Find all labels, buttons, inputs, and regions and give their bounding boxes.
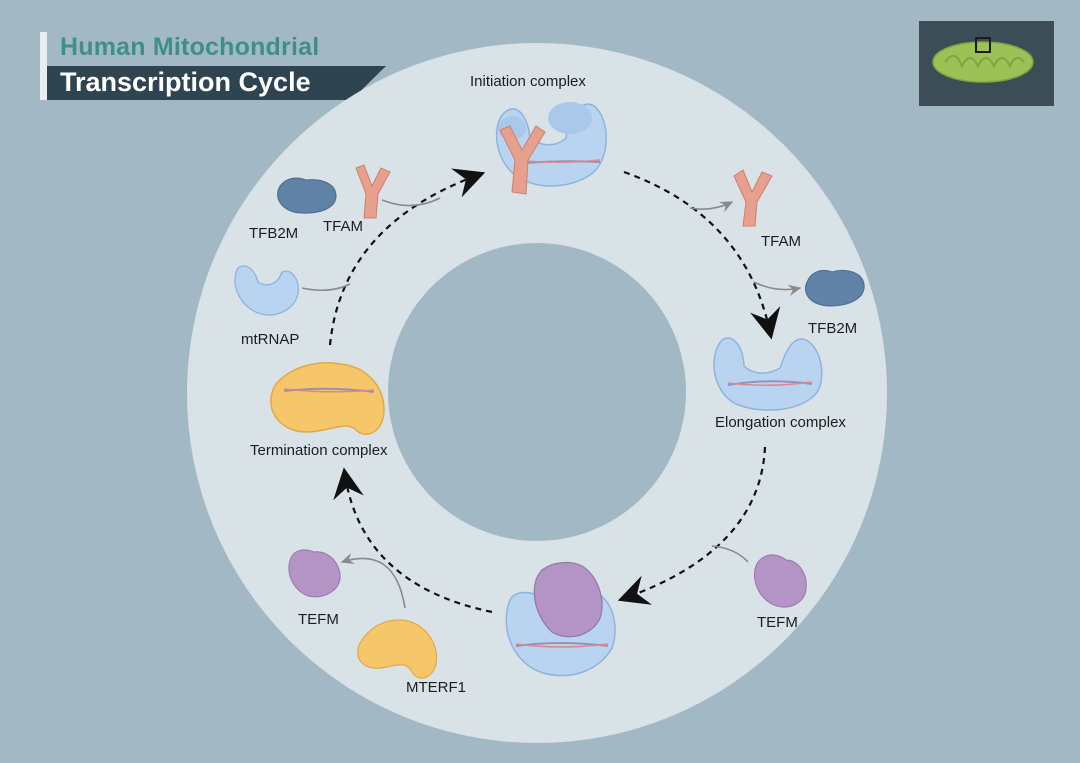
- tfb2m-left-illustration: [277, 177, 337, 214]
- mtrnap-entry-arrow: [301, 283, 351, 292]
- title-line-2: Transcription Cycle: [60, 67, 311, 97]
- tefm-left-illustration: [288, 549, 341, 598]
- tfb2m-exit-arrow: [753, 281, 802, 296]
- label-tefm-left: TEFM: [298, 611, 339, 628]
- initiation-complex-illustration: [495, 102, 607, 195]
- termination-complex-illustration: [270, 362, 385, 435]
- tefm-entry-arrow: [711, 545, 749, 563]
- tfam-entry-arrow: [381, 197, 441, 207]
- label-elongation-complex: Elongation complex: [715, 414, 846, 431]
- tefm-right-illustration: [754, 554, 807, 608]
- tfam-right-illustration: [733, 169, 773, 227]
- cycle-arrow-termination-to-initiation: [328, 168, 486, 346]
- cycle-arrow-initiation-to-elongation: [623, 170, 781, 340]
- label-mtrnap: mtRNAP: [241, 331, 299, 348]
- label-tfam-right: TFAM: [761, 233, 801, 250]
- tfb2m-right-illustration: [805, 269, 865, 307]
- label-termination-complex: Termination complex: [250, 442, 388, 459]
- title-line-2-background: [40, 66, 386, 100]
- mterf1-illustration: [357, 619, 438, 679]
- label-tefm-right: TEFM: [757, 614, 798, 631]
- cycle-arrow-tefm-complex-to-termination: [333, 467, 493, 614]
- label-mterf1: MTERF1: [406, 679, 466, 696]
- tfam-exit-arrow: [689, 201, 734, 213]
- mtrnap-illustration: [234, 265, 299, 316]
- mitochondrion-icon: [919, 21, 1054, 106]
- tefm-elongation-complex-illustration: [505, 561, 616, 677]
- label-initiation-complex: Initiation complex: [470, 73, 586, 90]
- cycle-arrow-elongation-to-tefm-complex: [617, 446, 767, 605]
- tefm-exit-arrow: [340, 553, 406, 609]
- elongation-complex-illustration: [713, 337, 823, 411]
- title-line-1: Human Mitochondrial: [60, 33, 320, 61]
- tfam-left-illustration: [355, 164, 391, 219]
- label-tfam-left: TFAM: [323, 218, 363, 235]
- label-tfb2m-left: TFB2M: [249, 225, 298, 242]
- cycle-ring-inner: [388, 243, 686, 541]
- title-accent-bar-2: [40, 66, 47, 100]
- label-tfb2m-right: TFB2M: [808, 320, 857, 337]
